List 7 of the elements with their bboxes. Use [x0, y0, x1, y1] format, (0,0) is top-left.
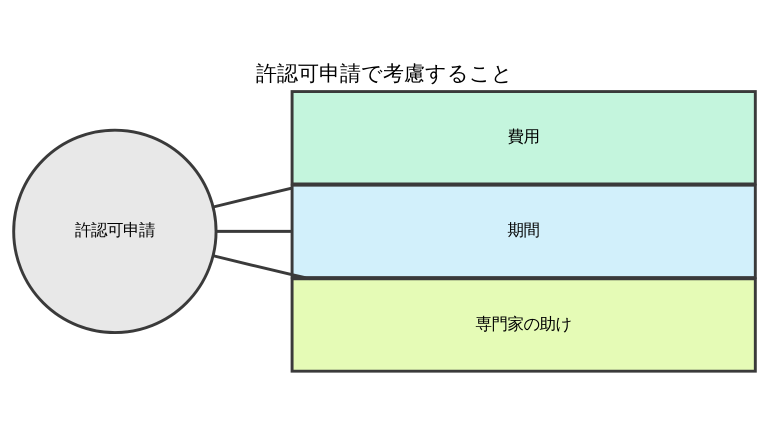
connector [216, 229, 292, 232]
node-box: 期間 [290, 183, 756, 279]
node-circle: 許認可申請 [12, 128, 218, 334]
node-box: 費用 [290, 90, 756, 185]
node-box: 専門家の助け [290, 276, 756, 372]
diagram-title: 許認可申請で考慮すること [256, 60, 512, 85]
connector [212, 254, 310, 280]
